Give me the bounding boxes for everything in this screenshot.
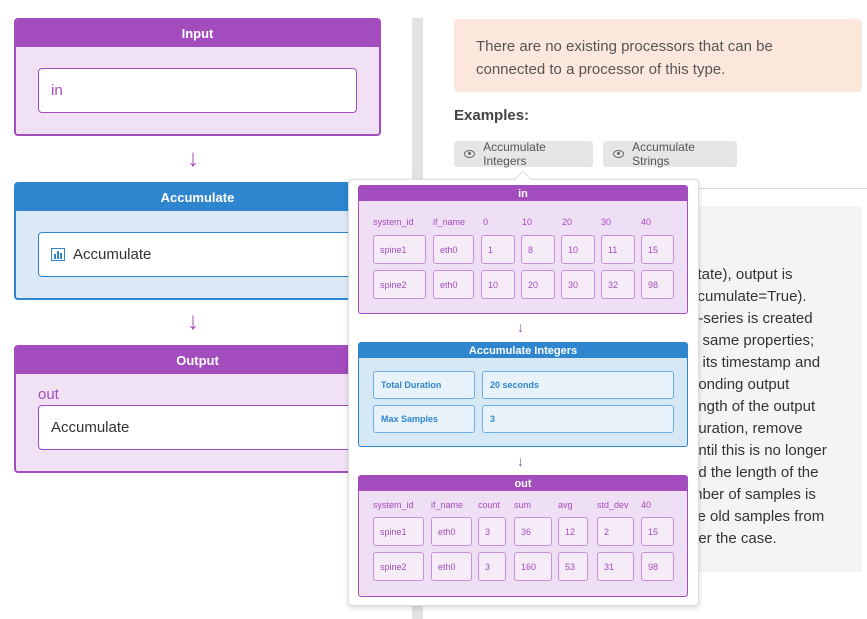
- in-cell: spine2: [373, 270, 426, 299]
- out-cell: 2: [597, 517, 634, 546]
- in-header: 30: [601, 217, 612, 227]
- out-cell: 31: [597, 552, 634, 581]
- out-cell: 3: [478, 552, 506, 581]
- in-cell: eth0: [433, 270, 474, 299]
- flow-arrow-2: ↓: [187, 308, 199, 335]
- eye-icon: [613, 150, 625, 158]
- description-line: e its timestamp and: [690, 354, 821, 371]
- out-cell: spine1: [373, 517, 424, 546]
- flow-arrow-1: ↓: [187, 145, 199, 172]
- description-line: e same properties;: [690, 332, 815, 349]
- out-header: count: [478, 500, 501, 510]
- out-header: 40: [641, 500, 652, 510]
- out-header: sum: [514, 500, 532, 510]
- out-cell: eth0: [431, 517, 472, 546]
- out-cell: 98: [641, 552, 674, 581]
- out-cell: 15: [641, 517, 674, 546]
- description-line: state), output is: [690, 266, 793, 283]
- out-cell: spine2: [373, 552, 424, 581]
- in-cell: 15: [641, 235, 674, 264]
- description-line: ponding output: [690, 376, 790, 393]
- input-field[interactable]: in: [38, 68, 357, 113]
- description-line: until this is no longer: [690, 442, 827, 459]
- accumulate-card-title: Accumulate: [16, 184, 379, 211]
- out-header: avg: [558, 500, 573, 510]
- bar-chart-icon: [51, 248, 65, 261]
- in-header: system_id: [373, 217, 414, 227]
- in-cell: 30: [561, 270, 595, 299]
- description-line: e-series is created: [690, 310, 813, 327]
- input-card-title: Input: [16, 20, 379, 47]
- in-header: 40: [641, 217, 652, 227]
- out-cell: 53: [558, 552, 588, 581]
- output-card[interactable]: Output out Accumulate: [14, 345, 381, 473]
- output-label: out: [38, 386, 59, 403]
- in-cell: eth0: [433, 235, 474, 264]
- description-line: ccumulate=True).: [690, 288, 807, 305]
- notice-line-2: connected to a processor of this type.: [476, 61, 726, 78]
- in-cell: 8: [521, 235, 555, 264]
- notice-line-1: There are no existing processors that ca…: [476, 38, 773, 55]
- example-button-integers[interactable]: Accumulate Integers: [454, 140, 593, 168]
- in-cell: 10: [481, 270, 515, 299]
- processor-key: Max Samples: [373, 405, 475, 433]
- preview-processor-title: Accumulate Integers: [359, 343, 687, 358]
- output-field[interactable]: Accumulate: [38, 405, 368, 450]
- description-line: nd the length of the: [690, 464, 819, 481]
- out-header: std_dev: [597, 500, 629, 510]
- out-header: system_id: [373, 500, 414, 510]
- in-cell: 98: [641, 270, 674, 299]
- in-cell: 20: [521, 270, 555, 299]
- processor-value: 3: [482, 405, 674, 433]
- out-cell: 160: [514, 552, 552, 581]
- description-line: mber of samples is: [690, 486, 816, 503]
- accumulate-field[interactable]: Accumulate: [38, 232, 368, 277]
- in-header: 0: [483, 217, 489, 227]
- preview-in-title: in: [359, 186, 687, 201]
- description-box: [690, 206, 862, 572]
- in-header: 20: [562, 217, 573, 227]
- out-cell: 36: [514, 517, 552, 546]
- in-cell: 32: [601, 270, 635, 299]
- out-cell: 12: [558, 517, 588, 546]
- example-button-strings[interactable]: Accumulate Strings: [603, 140, 737, 168]
- processor-key: Total Duration: [373, 371, 475, 399]
- preview-arrow-1: ↓: [517, 319, 524, 335]
- in-cell: 11: [601, 235, 635, 264]
- out-cell: eth0: [431, 552, 472, 581]
- eye-icon: [464, 150, 476, 158]
- in-cell: 1: [481, 235, 515, 264]
- output-card-title: Output: [16, 347, 379, 374]
- examples-label: Examples:: [454, 107, 530, 124]
- out-header: if_name: [431, 500, 464, 510]
- accumulate-card[interactable]: Accumulate Accumulate: [14, 182, 381, 300]
- description-line: ger the case.: [690, 530, 777, 547]
- preview-arrow-2: ↓: [517, 453, 524, 469]
- notice-box: There are no existing processors that ca…: [454, 19, 862, 92]
- example-button-label: Accumulate Strings: [632, 140, 695, 168]
- description-line: duration, remove: [690, 420, 803, 437]
- in-cell: spine1: [373, 235, 426, 264]
- preview-out-title: out: [359, 476, 687, 491]
- description-line: ve old samples from: [690, 508, 825, 525]
- description-line: ength of the output: [690, 398, 816, 415]
- in-cell: 10: [561, 235, 595, 264]
- in-header: if_name: [433, 217, 466, 227]
- processor-value: 20 seconds: [482, 371, 674, 399]
- input-card[interactable]: Input in: [14, 18, 381, 136]
- accumulate-field-label: Accumulate: [73, 246, 152, 263]
- out-cell: 3: [478, 517, 506, 546]
- in-header: 10: [522, 217, 533, 227]
- example-button-label: Accumulate Integers: [483, 140, 546, 168]
